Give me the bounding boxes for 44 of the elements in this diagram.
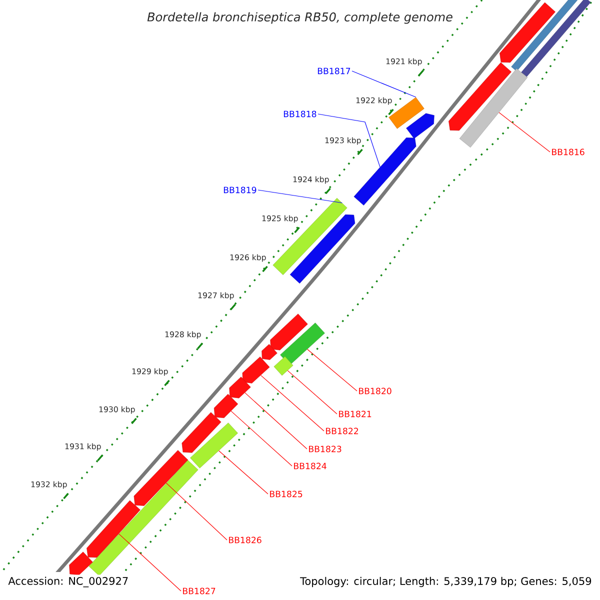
leader-line	[258, 190, 342, 204]
gene-bar	[274, 356, 294, 376]
leader-line	[498, 112, 550, 152]
leader-line	[218, 450, 268, 494]
leader-line	[166, 482, 228, 540]
gene-label: BB1816	[552, 148, 584, 156]
leader-line	[230, 410, 292, 466]
gene-label: BB1826	[229, 536, 262, 544]
leader-line	[307, 348, 358, 392]
gene-label: BB1820	[359, 388, 392, 394]
leader-line	[118, 534, 182, 592]
title: Bordetella bronchiseptica RB50, complete genome	[147, 12, 452, 24]
gene-label: BB1818	[284, 110, 316, 118]
gene-feature	[262, 344, 278, 360]
gene-label: BB1825	[270, 490, 302, 498]
gene-feature	[242, 356, 270, 384]
gene-feature	[229, 376, 251, 398]
footer-text: Accession: NC_002927	[6, 574, 131, 590]
leader-line	[352, 70, 416, 98]
gene-feature	[270, 314, 308, 350]
gene-label: BB1819	[224, 186, 256, 194]
gene-label: BB1827	[183, 588, 216, 594]
gene-label: BB1822	[326, 428, 358, 434]
gene-feature	[86, 500, 140, 558]
gene-label: BB1824	[294, 462, 326, 470]
gene-label: BB1817	[318, 68, 350, 74]
leader-line	[260, 375, 324, 432]
gene-bar	[280, 322, 325, 366]
gene-feature	[134, 450, 188, 506]
gene-feature	[500, 2, 556, 63]
leader-line	[287, 370, 338, 414]
leader-line	[244, 392, 308, 450]
leader-line	[318, 114, 380, 168]
gene-feature	[406, 113, 434, 139]
gene-feature	[214, 394, 238, 418]
gene-label: BB1823	[309, 446, 342, 452]
gene-bar	[190, 422, 238, 468]
gene-bar	[459, 68, 528, 148]
gene-feature	[69, 552, 93, 576]
gene-bar	[88, 460, 198, 576]
gene-feature	[182, 412, 222, 453]
gene-label: BB1821	[339, 410, 372, 418]
footer-text: Topology: circular; Length: 5,339,179 bp; Genes: 5,059	[298, 574, 594, 590]
gene-feature	[448, 62, 512, 131]
